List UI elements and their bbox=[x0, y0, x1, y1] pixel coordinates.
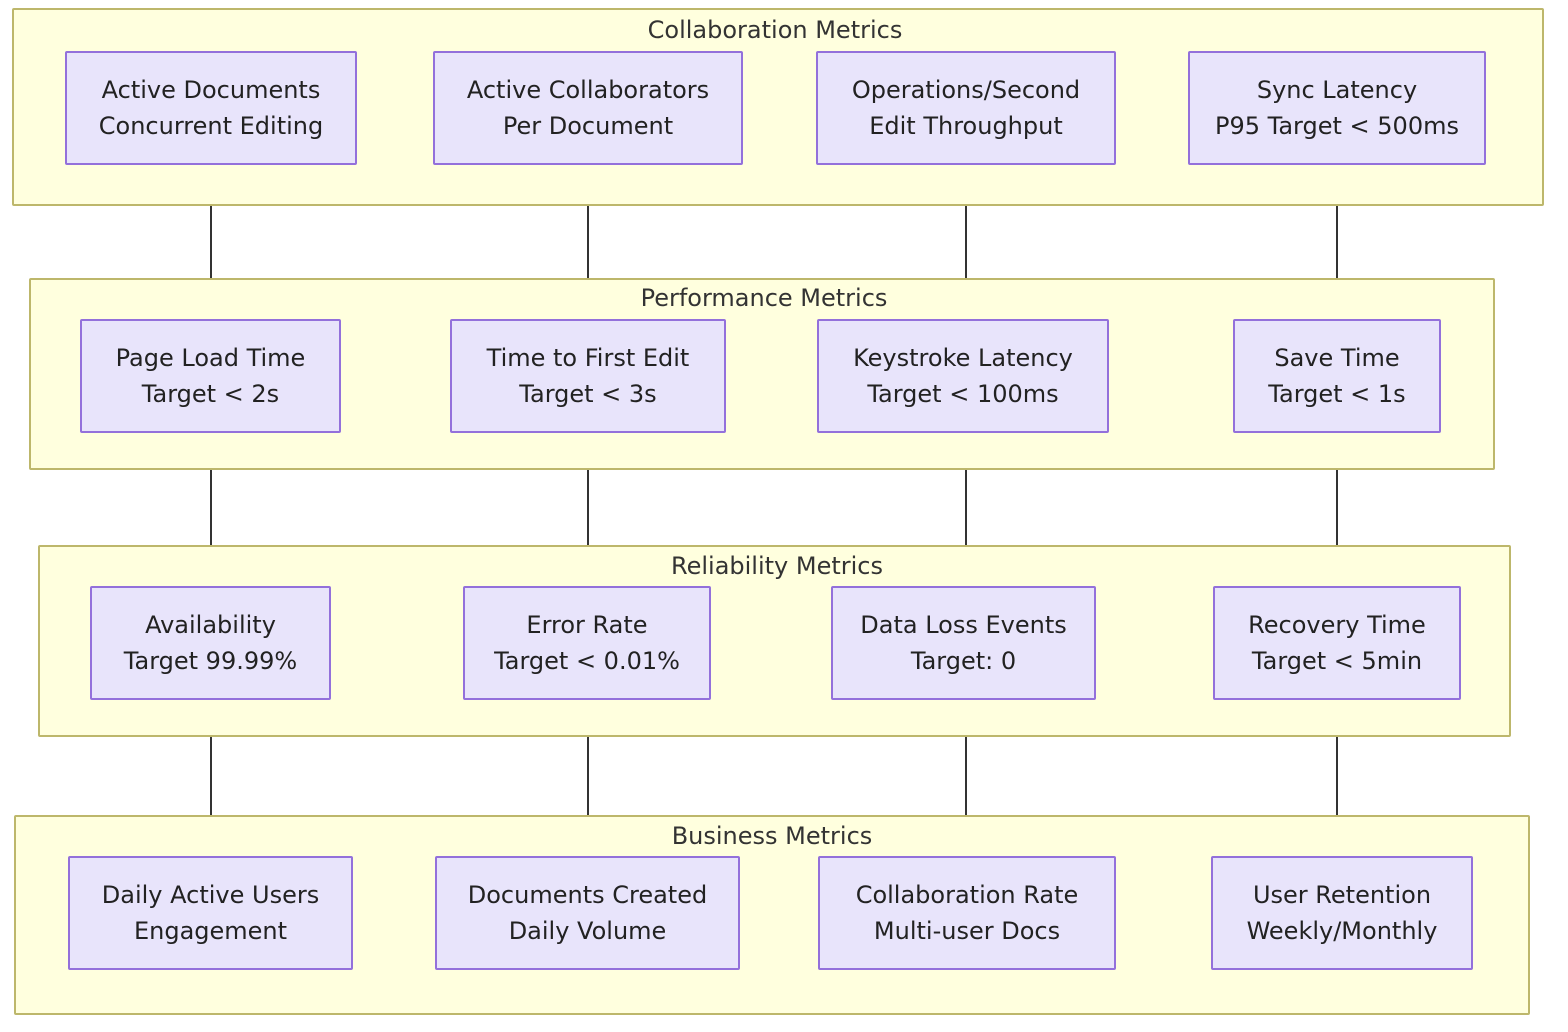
node-label-primary: Save Time bbox=[1274, 344, 1400, 372]
cluster-title-collaboration: Collaboration Metrics bbox=[647, 16, 903, 44]
node-label-secondary: Edit Throughput bbox=[869, 112, 1063, 140]
node-label-secondary: Target < 100ms bbox=[867, 380, 1059, 408]
cluster-title-business: Business Metrics bbox=[671, 822, 873, 850]
node-label-secondary: Target < 3s bbox=[519, 380, 657, 408]
node-label-secondary: Multi-user Docs bbox=[873, 917, 1061, 945]
node-label-secondary: Target < 2s bbox=[141, 380, 280, 408]
node-label-secondary: P95 Target < 500ms bbox=[1215, 112, 1459, 140]
node-label-secondary: Target 99.99% bbox=[123, 647, 298, 675]
node-label-secondary: Target: 0 bbox=[910, 647, 1017, 675]
node-label-secondary: Engagement bbox=[133, 917, 288, 945]
node-label-primary: Sync Latency bbox=[1256, 76, 1418, 104]
cluster-title-performance: Performance Metrics bbox=[640, 284, 888, 312]
node-label-primary: Active Collaborators bbox=[466, 76, 710, 104]
node-label-primary: Availability bbox=[145, 611, 276, 639]
node-label-primary: Operations/Second bbox=[851, 76, 1081, 104]
node-label-secondary: Target < 0.01% bbox=[494, 647, 680, 675]
node-label-secondary: Target < 5min bbox=[1251, 647, 1423, 675]
cluster-title-reliability: Reliability Metrics bbox=[670, 552, 884, 580]
node-label-secondary: Concurrent Editing bbox=[98, 112, 324, 140]
node-label-secondary: Target < 1s bbox=[1268, 380, 1406, 408]
node-label-primary: Error Rate bbox=[526, 611, 648, 639]
node-label-primary: Page Load Time bbox=[115, 344, 306, 372]
node-label-primary: Time to First Edit bbox=[486, 344, 690, 372]
node-label-primary: Collaboration Rate bbox=[855, 881, 1079, 909]
node-label-secondary: Daily Volume bbox=[508, 917, 667, 945]
node-label-secondary: Per Document bbox=[502, 112, 674, 140]
node-label-primary: Keystroke Latency bbox=[853, 344, 1073, 372]
node-label-primary: Recovery Time bbox=[1248, 611, 1426, 639]
node-label-primary: Data Loss Events bbox=[860, 611, 1067, 639]
node-label-primary: User Retention bbox=[1252, 881, 1432, 909]
node-label-primary: Active Documents bbox=[101, 76, 321, 104]
node-label-primary: Documents Created bbox=[467, 881, 708, 909]
node-label-secondary: Weekly/Monthly bbox=[1246, 917, 1438, 945]
node-label-primary: Daily Active Users bbox=[101, 881, 320, 909]
